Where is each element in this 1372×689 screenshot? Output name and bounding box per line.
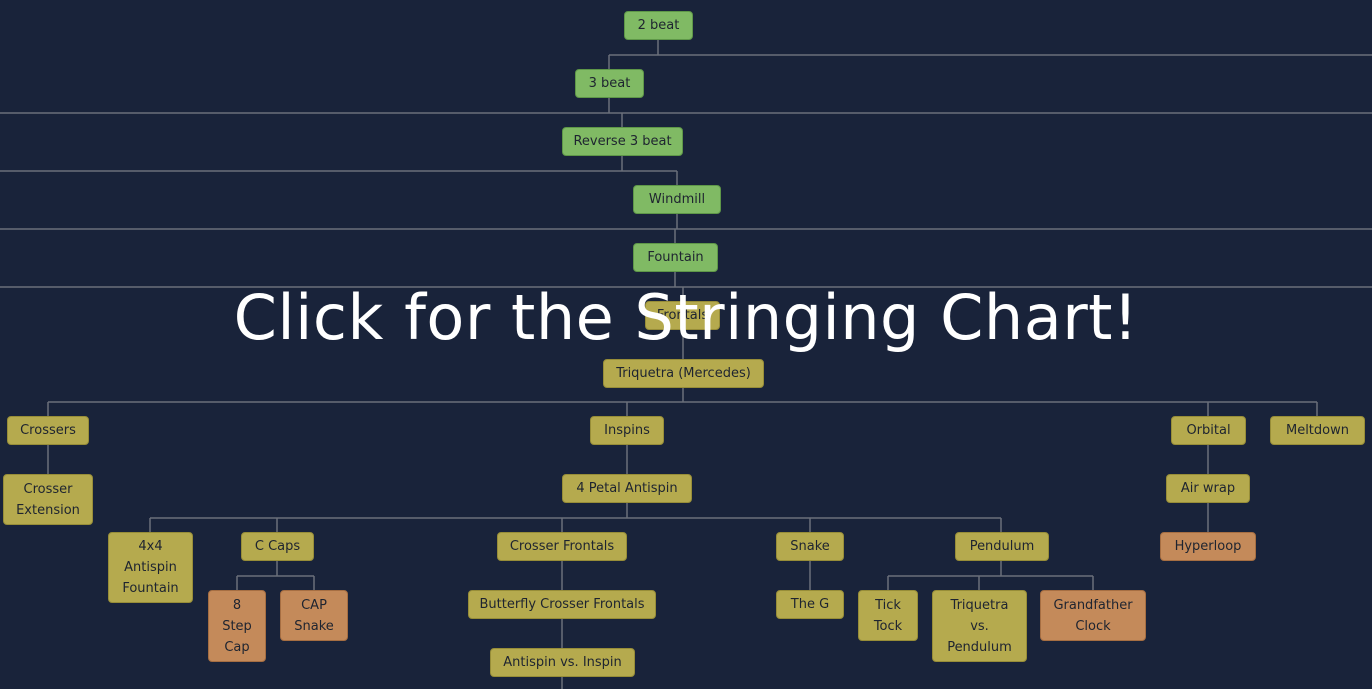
node-antispin-vs-inspin: Antispin vs. Inspin <box>490 648 635 677</box>
node-8-step-cap: 8 Step Cap <box>208 590 266 662</box>
node-inspins: Inspins <box>590 416 664 445</box>
node-butterfly-crosser-frontals: Butterfly Crosser Frontals <box>468 590 656 619</box>
node-c-caps: C Caps <box>241 532 314 561</box>
node-crosser-extension: Crosser Extension <box>3 474 93 525</box>
node-orbital: Orbital <box>1171 416 1246 445</box>
node-crossers: Crossers <box>7 416 89 445</box>
node-2-beat: 2 beat <box>624 11 693 40</box>
node-triquetra-vs-pendulum: Triquetra vs. Pendulum <box>932 590 1027 662</box>
node-triquetra-mercedes: Triquetra (Mercedes) <box>603 359 764 388</box>
node-pendulum: Pendulum <box>955 532 1049 561</box>
node-air-wrap: Air wrap <box>1166 474 1250 503</box>
node-crosser-frontals: Crosser Frontals <box>497 532 627 561</box>
node-hyperloop: Hyperloop <box>1160 532 1256 561</box>
node-cap-snake: CAP Snake <box>280 590 348 641</box>
node-3-beat: 3 beat <box>575 69 644 98</box>
node-grandfather-clock: Grandfather Clock <box>1040 590 1146 641</box>
node-windmill: Windmill <box>633 185 721 214</box>
node-the-g: The G <box>776 590 844 619</box>
node-tick-tock: Tick Tock <box>858 590 918 641</box>
chart-link-caption[interactable]: Click for the Stringing Chart! <box>233 281 1139 354</box>
node-frontals: Frontals <box>645 301 720 330</box>
node-4x4-antispin-fountain: 4x4 Antispin Fountain <box>108 532 193 603</box>
node-meltdown: Meltdown <box>1270 416 1365 445</box>
node-4-petal-antispin: 4 Petal Antispin <box>562 474 692 503</box>
node-snake: Snake <box>776 532 844 561</box>
node-reverse-3-beat: Reverse 3 beat <box>562 127 683 156</box>
node-fountain: Fountain <box>633 243 718 272</box>
